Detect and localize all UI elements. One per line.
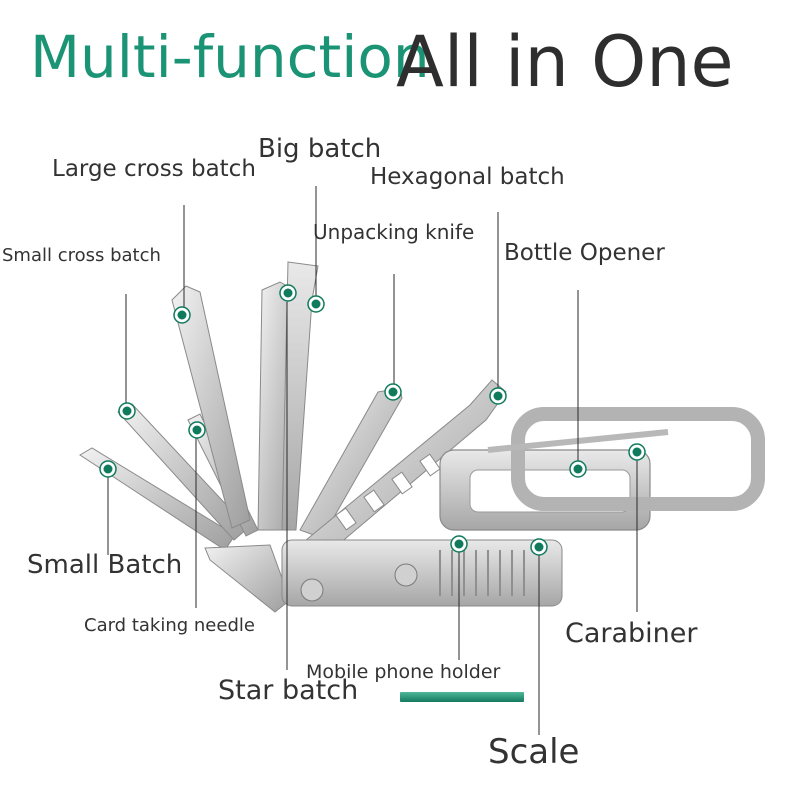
- label-small-batch: Small Batch: [27, 550, 183, 580]
- marker-carabiner: [628, 443, 646, 461]
- marker-hexagonal-batch: [489, 387, 507, 405]
- label-unpacking-knife: Unpacking knife: [313, 220, 475, 244]
- marker-unpacking-knife: [384, 383, 402, 401]
- tool-body: [204, 407, 765, 613]
- label-bottle-opener: Bottle Opener: [504, 240, 665, 266]
- leader-lines: [107, 186, 638, 735]
- marker-small-batch: [99, 460, 117, 478]
- label-star-batch: Star batch: [218, 675, 359, 706]
- label-mobile-phone-holder: Mobile phone holder: [306, 661, 501, 683]
- phone-holder-slot: [400, 692, 524, 702]
- marker-small-cross-batch: [118, 402, 136, 420]
- label-carabiner: Carabiner: [565, 618, 698, 649]
- label-big-batch: Big batch: [258, 134, 382, 164]
- marker-star-batch: [279, 284, 297, 302]
- label-scale: Scale: [488, 732, 580, 772]
- marker-large-cross-batch: [173, 306, 191, 324]
- marker-scale: [530, 538, 548, 556]
- label-small-cross-batch: Small cross batch: [2, 245, 161, 266]
- title-accent: Multi-function: [30, 23, 430, 91]
- title-main: All in One: [396, 21, 734, 103]
- marker-mobile-phone-holder: [450, 535, 468, 553]
- label-large-cross-batch: Large cross batch: [52, 156, 256, 182]
- label-card-taking-needle: Card taking needle: [84, 615, 255, 636]
- marker-bottle-opener: [569, 460, 587, 478]
- marker-big-batch: [307, 295, 325, 313]
- big-batch-blade: [281, 261, 319, 531]
- marker-card-taking-needle: [188, 421, 206, 439]
- label-hexagonal-batch: Hexagonal batch: [370, 164, 565, 190]
